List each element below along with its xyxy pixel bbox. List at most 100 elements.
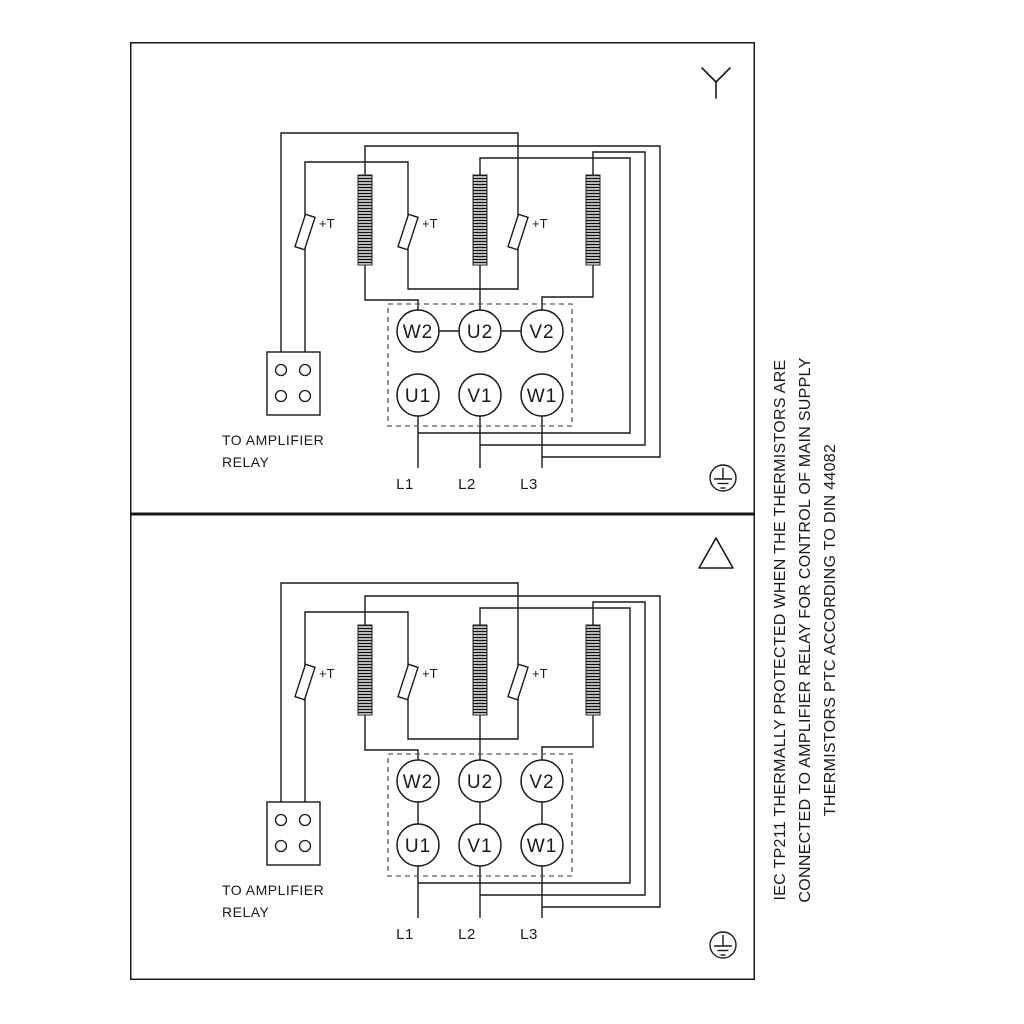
supply-labels: L1 L2 L3	[396, 926, 538, 943]
terminal-v1	[458, 373, 502, 417]
relay-terminal	[298, 813, 312, 827]
thermistor-label: +T	[532, 666, 548, 681]
thermistor-symbol	[507, 663, 529, 701]
winding-bar	[472, 624, 488, 716]
terminal-board: W2 U2 V2 U1 V1 W1	[387, 753, 573, 877]
side-note-line: CONNECTED TO AMPLIFIER RELAY FOR CONTROL…	[796, 357, 814, 903]
thermistor-symbol	[294, 213, 316, 251]
thermistor-loop-wire	[280, 132, 519, 352]
relay-caption-line1: TO AMPLIFIER	[222, 882, 324, 898]
terminal-v1	[458, 823, 502, 867]
terminal-u1	[396, 373, 440, 417]
winding-bar	[357, 174, 373, 266]
thermistor-loop-wire	[280, 582, 519, 802]
delta-panel-diagram: +T +T +T W2 U2 V2 U1 V1 W1 TO	[130, 514, 755, 980]
panel-border	[130, 514, 755, 980]
side-note-line: IEC TP211 THERMALLY PROTECTED WHEN THE T…	[771, 359, 789, 901]
thermistor-label: +T	[422, 216, 438, 231]
relay-caption-line2: RELAY	[222, 904, 270, 920]
supply-label-l2: L2	[458, 476, 476, 493]
terminal-label-u2: U2	[467, 772, 493, 793]
amplifier-relay-connector: TO AMPLIFIER RELAY	[222, 351, 324, 470]
terminal-label-v1: V1	[467, 386, 492, 407]
relay-box	[266, 801, 321, 866]
supply-label-l3: L3	[520, 926, 538, 943]
thermistor-label: +T	[532, 216, 548, 231]
winding1-return-wire	[364, 595, 661, 908]
terminal-label-w1: W1	[527, 836, 558, 857]
supply-label-l2: L2	[458, 926, 476, 943]
winding3-bottom-wire	[541, 265, 594, 310]
thermistor-label: +T	[319, 216, 335, 231]
winding-bar	[357, 624, 373, 716]
supply-labels: L1 L2 L3	[396, 476, 538, 493]
delta-connection-icon	[698, 537, 734, 569]
relay-terminal	[274, 389, 288, 403]
relay-terminal	[298, 839, 312, 853]
winding3-bottom-wire	[541, 715, 594, 760]
terminal-w1	[520, 373, 564, 417]
terminal-label-v1: V1	[467, 836, 492, 857]
terminal-w1	[520, 823, 564, 867]
winding1-bottom-wire	[364, 265, 419, 310]
terminal-u2	[458, 309, 502, 353]
terminal-w2	[396, 759, 440, 803]
panel-border	[130, 42, 755, 514]
winding3-return-wire	[480, 601, 646, 896]
thermistor-label: +T	[422, 666, 438, 681]
terminal-board-outline	[387, 753, 573, 877]
thermistor-symbol	[507, 213, 529, 251]
thermistor-symbol	[294, 663, 316, 701]
thermistor-label: +T	[319, 666, 335, 681]
terminal-label-u1: U1	[405, 386, 431, 407]
terminal-v2	[520, 759, 564, 803]
thermistors: +T +T +T	[294, 213, 548, 251]
earth-ground-icon	[709, 931, 737, 959]
terminal-u2	[458, 759, 502, 803]
winding2-return-wire	[418, 157, 631, 434]
winding-bar	[472, 174, 488, 266]
motor-windings	[357, 624, 601, 716]
relay-terminal	[298, 363, 312, 377]
thermistor-symbol	[397, 213, 419, 251]
thermistor-symbol	[397, 663, 419, 701]
star-panel-diagram: +T +T +T W2 U2 V2 U1 V1 W1 TO	[130, 42, 755, 514]
earth-ground-icon	[709, 464, 737, 492]
side-note: IEC TP211 THERMALLY PROTECTED WHEN THE T…	[767, 350, 843, 910]
relay-terminal	[298, 389, 312, 403]
terminal-board: W2 U2 V2 U1 V1 W1	[387, 303, 573, 427]
relay-terminal	[274, 363, 288, 377]
winding1-bottom-wire	[364, 715, 419, 760]
circuit: +T +T +T W2 U2 V2 U1 V1 W1 TO	[222, 132, 661, 493]
terminal-u1	[396, 823, 440, 867]
wires	[280, 132, 661, 468]
terminal-label-v2: V2	[529, 322, 554, 343]
wires	[280, 582, 661, 918]
motor-windings	[357, 174, 601, 266]
terminal-label-w2: W2	[403, 322, 434, 343]
supply-label-l1: L1	[396, 476, 414, 493]
terminal-board-outline	[387, 303, 573, 427]
terminal-label-w2: W2	[403, 772, 434, 793]
terminal-label-u2: U2	[467, 322, 493, 343]
terminal-v2	[520, 309, 564, 353]
winding1-return-wire	[364, 145, 661, 458]
winding-bar	[585, 174, 601, 266]
relay-caption-line1: TO AMPLIFIER	[222, 432, 324, 448]
supply-label-l3: L3	[520, 476, 538, 493]
relay-caption-line2: RELAY	[222, 454, 270, 470]
terminal-label-v2: V2	[529, 772, 554, 793]
terminal-label-u1: U1	[405, 836, 431, 857]
relay-terminal	[274, 839, 288, 853]
side-note-line: THERMISTORS PTC ACCORDING TO DIN 44082	[821, 443, 839, 817]
terminal-label-w1: W1	[527, 386, 558, 407]
winding-bar	[585, 624, 601, 716]
terminal-w2	[396, 309, 440, 353]
star-connection-icon	[701, 67, 731, 99]
amplifier-relay-connector: TO AMPLIFIER RELAY	[222, 801, 324, 920]
relay-box	[266, 351, 321, 416]
circuit: +T +T +T W2 U2 V2 U1 V1 W1 TO	[222, 582, 661, 943]
winding2-return-wire	[418, 607, 631, 884]
winding3-return-wire	[480, 151, 646, 446]
relay-terminal	[274, 813, 288, 827]
